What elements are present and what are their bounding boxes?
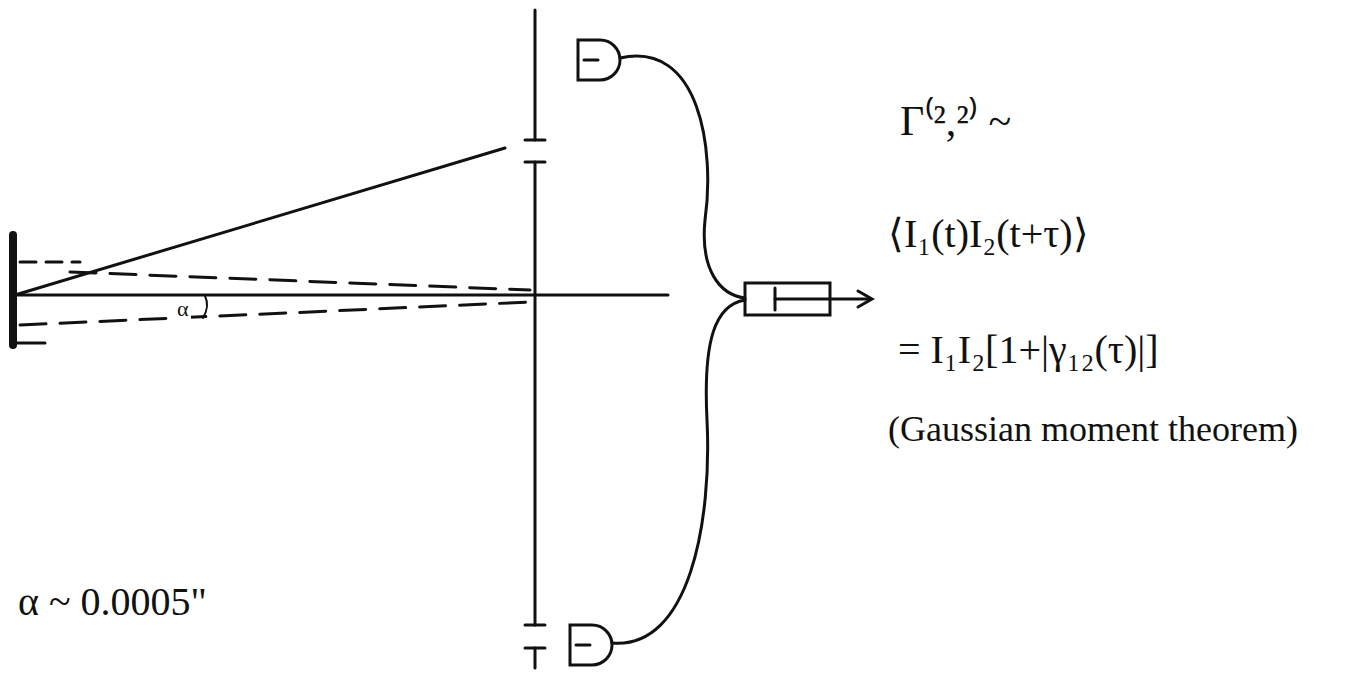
angle-arc — [203, 296, 207, 318]
screen — [534, 648, 537, 668]
screen — [534, 162, 537, 625]
detector-mark — [584, 59, 598, 62]
detector-mark — [576, 644, 590, 647]
angle-value: α ~ 0.0005" — [18, 580, 207, 624]
output-line — [775, 298, 870, 301]
result-formula: = I₁I₂[1+|γ₁₂(τ)|] — [898, 328, 1159, 372]
optical-axis — [15, 294, 668, 297]
intensity-correlation: ⟨I₁(t)I₂(t+τ)⟩ — [888, 212, 1089, 256]
angle-symbol: α — [175, 297, 191, 321]
source-bar — [9, 235, 17, 345]
theorem-note: (Gaussian moment theorem) — [888, 410, 1298, 450]
screen — [534, 10, 537, 140]
dash-ray — [20, 302, 530, 325]
source-foot — [13, 342, 45, 345]
arrow-head — [858, 291, 872, 307]
correlation-function: Γ⁽²,²⁾ ~ — [900, 98, 1011, 144]
correlator-mark — [774, 288, 777, 310]
wire — [612, 300, 745, 643]
detector — [578, 40, 620, 80]
aperture-tick — [525, 624, 545, 627]
wire — [620, 56, 745, 298]
dash-ray — [20, 261, 80, 264]
dash-ray — [70, 272, 530, 290]
ray — [15, 148, 505, 295]
aperture-tick — [525, 139, 545, 142]
detector — [570, 625, 612, 665]
